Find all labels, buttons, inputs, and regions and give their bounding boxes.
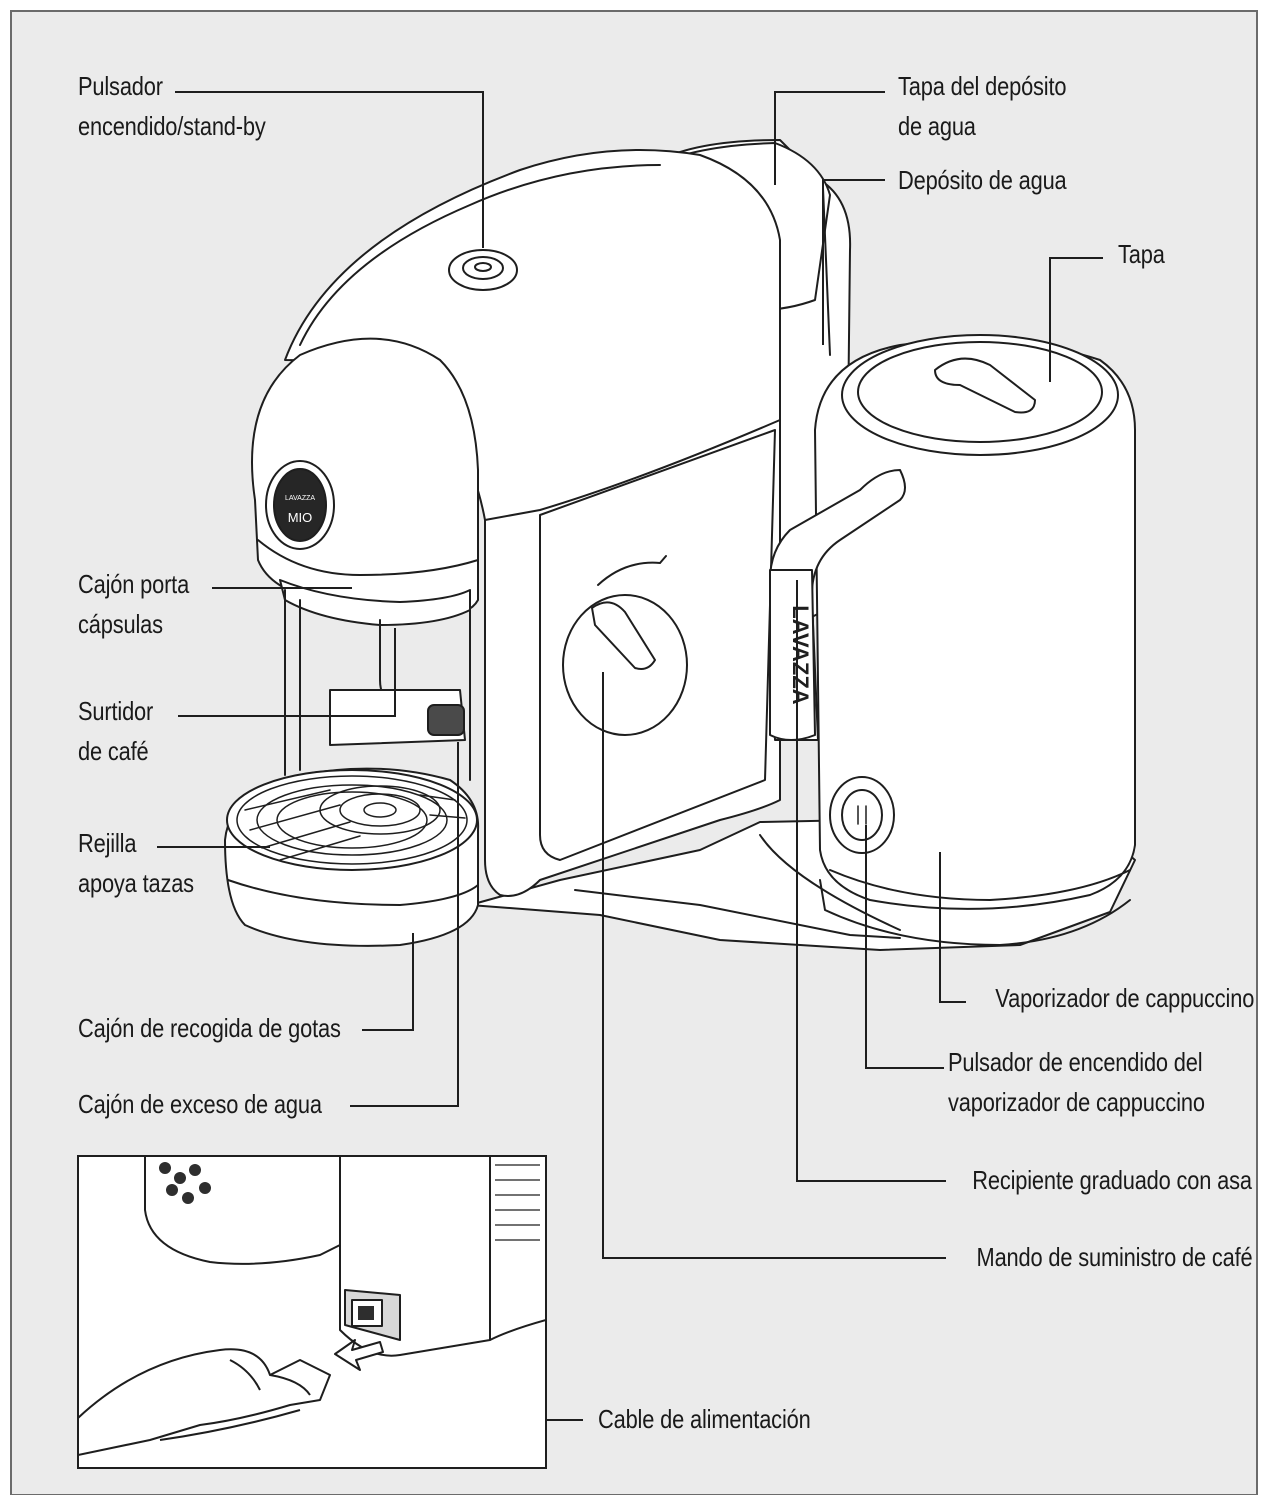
label-capsule-drawer: Cajón porta cápsulas bbox=[78, 569, 190, 639]
label-coffee-knob: Mando de suministro de café bbox=[976, 1242, 1252, 1272]
label-excess-water-tray: Cajón de exceso de agua bbox=[78, 1089, 322, 1119]
label-frother-power-button: Pulsador de encendido del vaporizador de… bbox=[948, 1047, 1205, 1117]
power-cable-inset bbox=[77, 1155, 547, 1469]
label-tank-lid: Tapa del depósito de agua bbox=[898, 71, 1067, 141]
svg-text:LAVAZZA: LAVAZZA bbox=[788, 605, 813, 704]
cup-grid bbox=[226, 769, 478, 871]
label-lid: Tapa bbox=[1118, 239, 1165, 269]
leader-lines bbox=[157, 91, 1103, 1421]
label-power-button: Pulsador encendido/stand-by bbox=[78, 71, 266, 141]
svg-text:LAVAZZA: LAVAZZA bbox=[285, 495, 315, 502]
coffee-knob-lever bbox=[591, 601, 656, 670]
label-cup-grid: Rejilla apoya tazas bbox=[78, 828, 194, 898]
label-water-tank: Depósito de agua bbox=[898, 165, 1067, 195]
label-drip-tray: Cajón de recogida de gotas bbox=[78, 1013, 341, 1043]
label-graduated-jug: Recipiente graduado con asa bbox=[972, 1165, 1252, 1195]
label-coffee-spout: Surtidor de café bbox=[78, 696, 154, 766]
svg-text:MIO: MIO bbox=[288, 510, 313, 525]
coffee-knob-dial bbox=[562, 594, 688, 736]
label-power-cable: Cable de alimentación bbox=[598, 1404, 811, 1434]
label-cappuccino-frother: Vaporizador de cappuccino bbox=[995, 983, 1254, 1013]
